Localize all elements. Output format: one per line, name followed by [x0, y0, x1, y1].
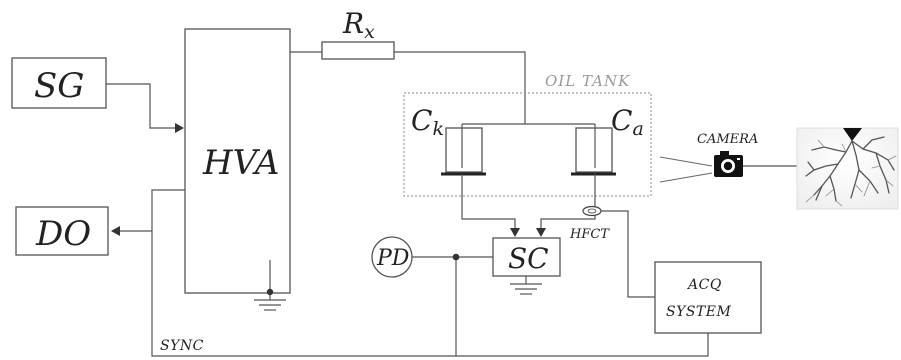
sc-ground-symbol — [510, 276, 542, 295]
capacitor-ck: Ck — [411, 104, 486, 176]
hva-to-do-wire — [111, 189, 185, 236]
oil-tank-label: OIL TANK — [545, 72, 630, 90]
sg-to-hva-wire — [106, 83, 184, 133]
ck-to-sc-wire — [461, 174, 520, 237]
ca-label: Ca — [611, 104, 644, 140]
camera-view-cone — [659, 156, 713, 183]
resistor-rx: Rx — [321, 7, 395, 60]
pd-junction-dot — [452, 253, 460, 261]
signal-conditioner-box: SC — [492, 237, 561, 277]
oil-tank-enclosure: OIL TANK — [403, 72, 652, 197]
discharge-tree-image — [796, 127, 899, 210]
acq-label-line1: ACQ — [686, 277, 722, 293]
rx-label: Rx — [342, 7, 375, 43]
hfct-to-acq-wire — [601, 210, 655, 298]
sync-line — [151, 231, 709, 357]
digital-oscilloscope-box: DO — [15, 206, 109, 256]
camera-label: CAMERA — [697, 132, 758, 147]
sync-label: SYNC — [160, 338, 204, 354]
do-label: DO — [35, 214, 91, 254]
hva-label: HVA — [202, 143, 279, 183]
hfct-sensor: HFCT — [569, 205, 610, 242]
sg-label: SG — [34, 66, 84, 106]
hfct-label: HFCT — [569, 227, 610, 242]
hva-ground-symbol — [254, 260, 286, 311]
ck-label: Ck — [411, 104, 444, 140]
partial-discharge-detector: PD — [371, 236, 413, 278]
sc-label: SC — [508, 242, 549, 275]
rx-to-tank-wire — [394, 51, 526, 124]
high-voltage-amplifier-box: HVA — [184, 28, 291, 294]
acquisition-system-box: ACQ SYSTEM — [654, 261, 762, 334]
pd-label: PD — [376, 246, 410, 271]
capacitor-ca: Ca — [571, 104, 644, 176]
ca-to-sc-wire — [536, 174, 596, 237]
signal-generator-box: SG — [11, 57, 107, 109]
camera-icon — [714, 151, 743, 177]
acq-label-line2: SYSTEM — [666, 304, 731, 320]
